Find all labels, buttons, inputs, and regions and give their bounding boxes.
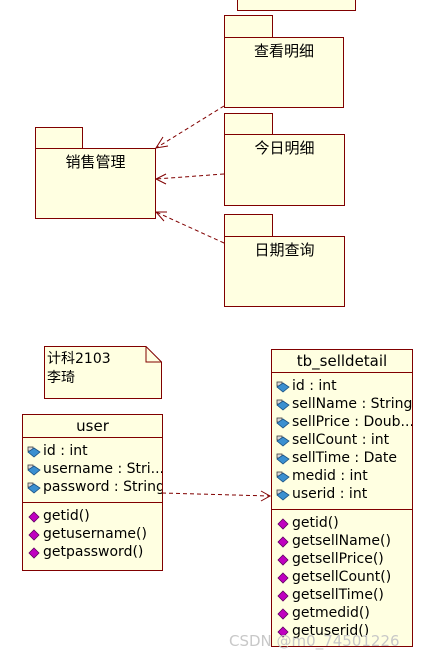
class-selldetail-attributes: id : int sellName : String sellPrice : Dou… (272, 373, 412, 510)
package-view-detail-tab (224, 15, 273, 39)
attribute-row-label: sellPrice : Doub... (292, 414, 412, 430)
operation-row-label: getuserid() (292, 623, 370, 639)
watermark: CSDN @m0_74501226 (229, 632, 400, 650)
attribute-icon (27, 481, 41, 494)
operation-icon (276, 607, 290, 620)
arrow-view-to-sales (155, 105, 225, 149)
operation-row: getid() (276, 514, 412, 532)
note-line-2: 李琦 (47, 370, 75, 386)
package-sales-mgmt-label: 销售管理 (65, 153, 126, 171)
attribute-row: password : String (27, 478, 162, 496)
attribute-icon (276, 380, 290, 393)
attribute-row-label: sellTime : Date (292, 450, 398, 466)
attribute-row: medid : int (276, 467, 412, 485)
attribute-row-label: sellCount : int (292, 432, 390, 448)
operation-icon (27, 546, 41, 559)
attribute-row: sellTime : Date (276, 449, 412, 467)
attribute-row-label: password : String (43, 479, 162, 495)
attribute-row: sellName : String (276, 395, 412, 413)
attribute-icon (276, 470, 290, 483)
attribute-row: userid : int (276, 485, 412, 503)
class-user-attributes: id : int username : Stri... password : Str… (23, 438, 162, 503)
attribute-icon (27, 463, 41, 476)
attribute-icon (276, 416, 290, 429)
attribute-row: id : int (276, 377, 412, 395)
attribute-icon (276, 398, 290, 411)
operation-icon (276, 553, 290, 566)
operation-row: getpassword() (27, 543, 162, 561)
package-view-detail-label: 查看明细 (253, 42, 314, 60)
note[interactable]: 计科2103 李琦 (47, 350, 147, 395)
attribute-row: id : int (27, 442, 162, 460)
operation-row: getid() (27, 507, 162, 525)
attribute-row-label: username : Stri... (43, 461, 162, 477)
attribute-row-label: medid : int (292, 468, 368, 484)
arrowhead-view (154, 136, 169, 149)
arrow-date-to-sales (155, 211, 225, 244)
operation-icon (27, 510, 41, 523)
package-view-detail[interactable]: 查看明细 (224, 37, 344, 108)
operation-icon (276, 535, 290, 548)
operation-row-label: getmedid() (292, 605, 370, 621)
class-user-operations: getid() getusername() getpassword() (23, 503, 162, 567)
operation-row: getsellName() (276, 532, 412, 550)
attribute-row: sellPrice : Doub... (276, 413, 412, 431)
attribute-row-label: id : int (43, 443, 88, 459)
operation-icon (276, 517, 290, 530)
operation-row: getsellTime() (276, 586, 412, 604)
package-sales-mgmt[interactable]: 销售管理 (35, 148, 156, 219)
note-line-1: 计科2103 (47, 351, 111, 367)
operation-row: getmedid() (276, 604, 412, 622)
package-date-query[interactable]: 日期查询 (224, 236, 345, 307)
operation-row: getsellPrice() (276, 550, 412, 568)
attribute-row: sellCount : int (276, 431, 412, 449)
attribute-icon (276, 488, 290, 501)
attribute-icon (276, 452, 290, 465)
attribute-icon (276, 434, 290, 447)
class-user-title: user (23, 415, 162, 438)
attribute-row: username : Stri... (27, 460, 162, 478)
package-today-detail-label: 今日明细 (254, 139, 315, 157)
arrow-today-to-sales (155, 173, 225, 180)
attribute-row-label: id : int (292, 378, 337, 394)
class-user[interactable]: user id : int username : Stri... password … (22, 414, 163, 571)
package-sales-mgmt-tab (35, 127, 83, 150)
operation-row-label: getsellTime() (292, 587, 384, 603)
arrowhead-selldetail (260, 490, 272, 502)
arrow-user-to-selldetail (161, 492, 271, 497)
package-today-detail-tab (224, 113, 273, 136)
attribute-row-label: sellName : String (292, 396, 412, 412)
operation-icon (276, 625, 290, 638)
package-top-partial[interactable] (237, 0, 356, 11)
package-date-query-label: 日期查询 (254, 241, 315, 259)
arrowhead-today (154, 173, 167, 185)
operation-icon (276, 571, 290, 584)
arrowhead-date (154, 211, 167, 222)
operation-row: getusername() (27, 525, 162, 543)
operation-row-label: getid() (43, 508, 90, 524)
class-selldetail-operations: getid() getsellName() getsellPrice() getsel… (272, 510, 412, 646)
operation-icon (276, 589, 290, 602)
operation-row-label: getid() (292, 515, 339, 531)
operation-icon (27, 528, 41, 541)
package-date-query-tab (224, 214, 273, 238)
operation-row-label: getsellPrice() (292, 551, 384, 567)
operation-row-label: getsellCount() (292, 569, 392, 585)
note-shape (44, 346, 162, 399)
operation-row-label: getsellName() (292, 533, 391, 549)
class-tb-selldetail[interactable]: tb_selldetail id : int sellName : String s… (271, 349, 413, 647)
operation-row: getuserid() (276, 622, 412, 640)
operation-row: getsellCount() (276, 568, 412, 586)
class-selldetail-title: tb_selldetail (272, 350, 412, 373)
attribute-row-label: userid : int (292, 486, 368, 502)
operation-row-label: getpassword() (43, 544, 144, 560)
package-today-detail[interactable]: 今日明细 (224, 134, 345, 206)
operation-row-label: getusername() (43, 526, 147, 542)
attribute-icon (27, 445, 41, 458)
